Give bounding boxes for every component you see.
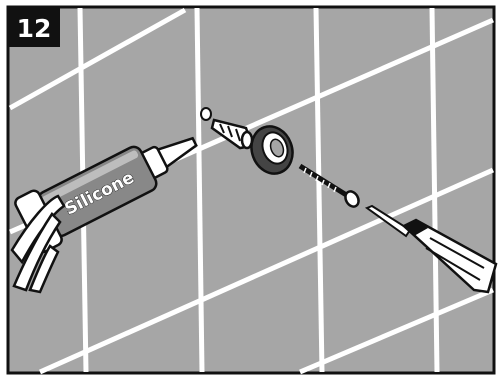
o-ring (200, 107, 212, 121)
gun-rod-lower (12, 212, 62, 292)
screwdriver-ferrule (404, 220, 428, 236)
screw-head (344, 190, 360, 208)
wall-plug-rib (219, 123, 225, 134)
step-badge-box (8, 7, 60, 47)
wall-plug-rib (227, 125, 233, 138)
wall-plug (210, 118, 254, 150)
gun-handle (28, 244, 60, 294)
tube-highlight (42, 150, 139, 204)
rubber-washer (250, 125, 294, 175)
wall-plug-rib (235, 128, 241, 142)
caulk-gun-frame (10, 194, 66, 294)
grout-lines (8, 7, 495, 375)
screwdriver-groove (429, 237, 485, 269)
washer-hole (269, 138, 285, 158)
screwdriver-groove (425, 247, 481, 281)
screw-thread (303, 167, 337, 193)
step-number: 12 (17, 14, 52, 43)
screwdriver (364, 204, 498, 294)
screw (298, 163, 360, 208)
gun-rod-upper (10, 194, 66, 265)
step-badge: 12 (8, 7, 60, 47)
